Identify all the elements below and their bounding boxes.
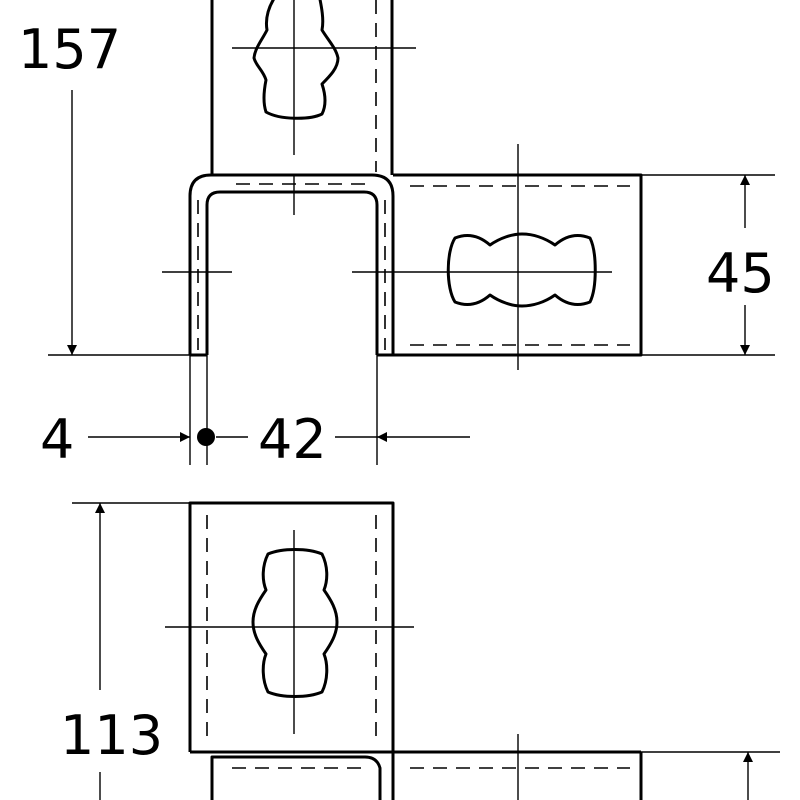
- dimension-label-157: 157: [18, 18, 121, 81]
- upper-center-lines: [162, 0, 612, 370]
- upper-vertical-slot: [252, 0, 340, 120]
- upper-bracket: [188, 0, 643, 357]
- dimension-thickness-width: 4 42: [40, 355, 470, 471]
- u-channel-outer: [188, 173, 395, 355]
- dimension-height-upper: 157: [18, 18, 190, 356]
- lower-bracket: [188, 501, 643, 800]
- upper-hidden-lines: [197, 0, 630, 350]
- dimension-label-4: 4: [40, 408, 74, 471]
- upper-slots: [252, 0, 597, 308]
- right-flange-outline: [393, 173, 643, 357]
- dimension-label-42: 42: [258, 408, 327, 471]
- upper-vertical-flange-outline: [210, 0, 394, 175]
- lower-center-lines: [165, 530, 519, 800]
- dimension-origin-dot: [197, 428, 215, 446]
- u-channel-inner: [205, 190, 379, 355]
- lower-hidden-lines: [206, 515, 630, 769]
- dimension-flange-height: 45: [641, 174, 775, 356]
- right-horizontal-slot: [446, 232, 597, 308]
- dimension-label-113: 113: [60, 704, 163, 767]
- dimension-label-45: 45: [706, 242, 775, 305]
- dimension-height-lower: 113: [60, 502, 190, 800]
- lower-slots: [251, 548, 339, 698]
- lower-vertical-slot: [251, 548, 339, 698]
- dimension-partial-lower-right: [641, 751, 780, 800]
- lower-u-channel: [210, 755, 382, 800]
